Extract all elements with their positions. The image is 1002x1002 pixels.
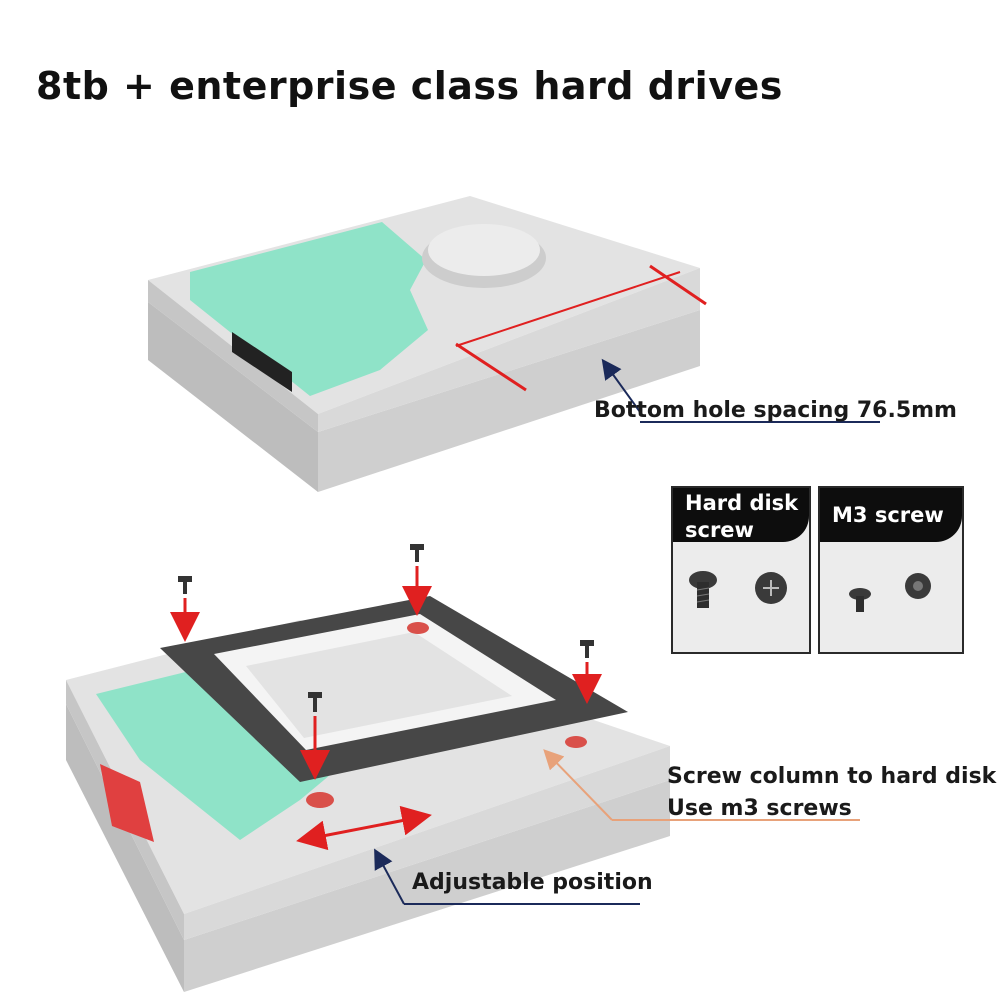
hole-spacing-callout: Bottom hole spacing 76.5mm: [594, 398, 957, 423]
m3-screw-label: M3 screw: [820, 488, 962, 542]
hard-disk-screw-photo: [689, 571, 787, 608]
red-connector: [100, 764, 154, 842]
page-title: 8tb + enterprise class hard drives: [36, 64, 783, 108]
m3-screw-card: M3 screw: [818, 486, 964, 654]
screw-columns: [306, 622, 587, 808]
use-m3-callout: Use m3 screws: [667, 796, 852, 821]
screw-column-pointer: [543, 749, 860, 821]
adjustable-position-callout: Adjustable position: [412, 870, 653, 895]
bracket-screws: [178, 544, 594, 712]
adjustable-pointer: [374, 848, 640, 905]
screw-head-icon: [755, 572, 787, 604]
screw-icon: [849, 588, 871, 612]
hard-disk-screw-label: Hard disk screw: [673, 488, 809, 542]
screw-icon: [689, 571, 717, 608]
hard-disk-screw-card: Hard disk screw: [671, 486, 811, 654]
top-hard-drive-frame: [148, 196, 700, 492]
hole-spacing-pointer: [601, 358, 880, 423]
hole-spacing-marks: [455, 264, 707, 392]
mounting-bracket: [160, 596, 628, 782]
screw-head-icon: [905, 573, 931, 599]
adjustable-arrow: [296, 805, 432, 851]
screw-drop-arrows: [170, 566, 602, 780]
screw-column-callout: Screw column to hard disk: [667, 764, 997, 789]
top-drive-spindle: [422, 224, 546, 288]
top-drive-connector: [232, 332, 292, 392]
top-drive-pcb: [190, 222, 428, 396]
m3-screw-photo: [849, 573, 931, 612]
